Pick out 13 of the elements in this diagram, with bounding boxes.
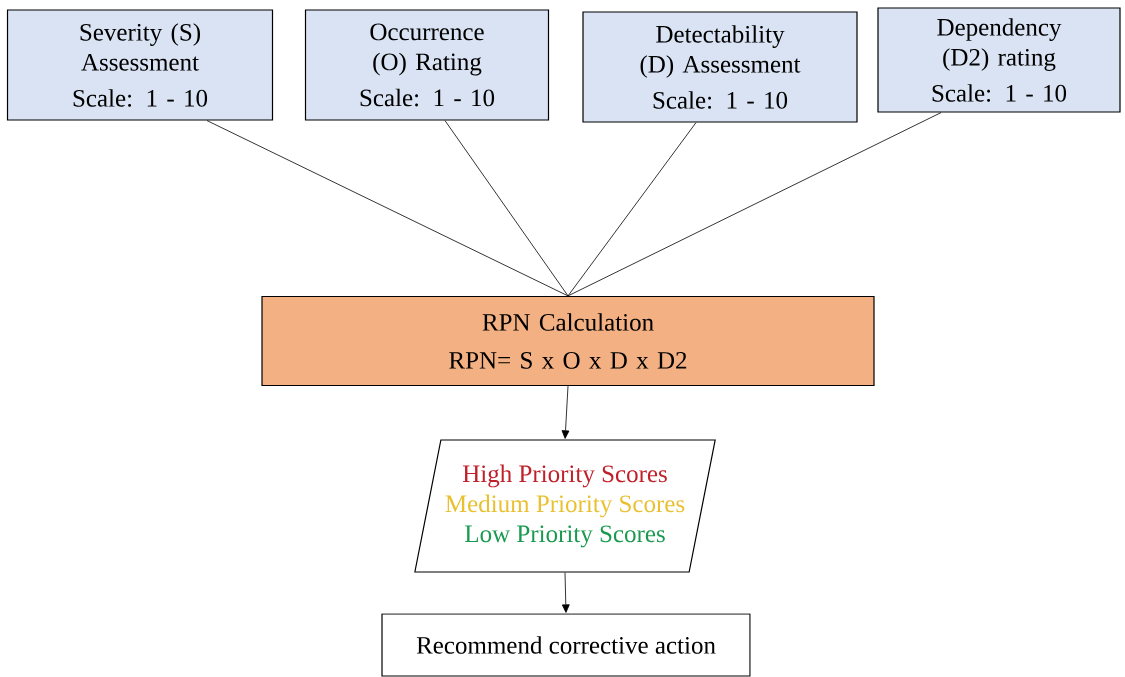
connector-line (444, 120, 569, 297)
arrow (561, 572, 570, 613)
rating-box: Occurrence (O) Rating Scale: 1 - 10 (304, 9, 550, 121)
connector-line (567, 112, 942, 297)
rating-box: Severity (S) Assessment Scale: 1 - 10 (6, 9, 274, 121)
arrow (561, 385, 570, 439)
process-box: Recommend corrective action (381, 613, 751, 677)
data-parallelogram: High Priority Scores Medium Priority Scores Low Priority Scores (414, 439, 716, 573)
process-box: RPN Calculation RPN= S x O x D x D2 (261, 295, 875, 387)
connector-line (206, 120, 569, 297)
connector-line (567, 122, 697, 297)
rating-box: Detectability (D) Assessment Scale: 1 - 10 (582, 11, 858, 123)
rating-box: Dependency (D2) rating Scale: 1 - 10 (877, 7, 1121, 113)
